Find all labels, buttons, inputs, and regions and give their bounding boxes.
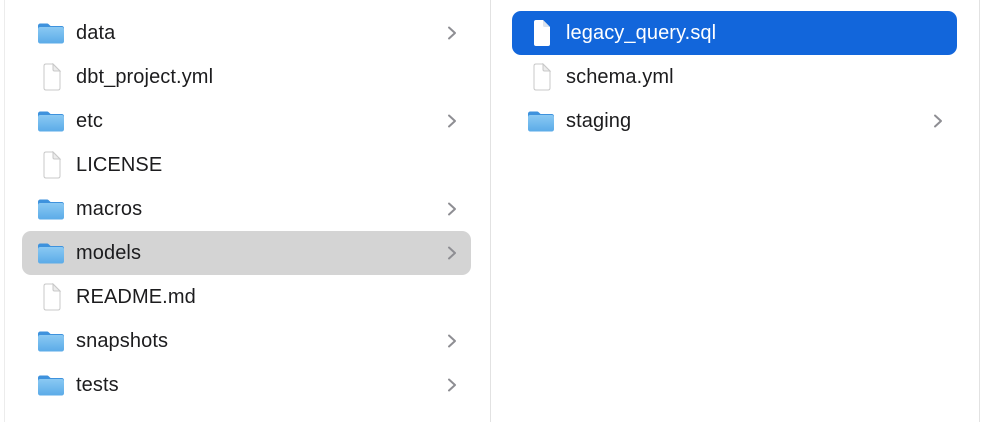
list-item-schema-yml[interactable]: schema.yml bbox=[512, 55, 957, 99]
item-label: legacy_query.sql bbox=[566, 21, 717, 44]
list-item-readme-md[interactable]: README.md bbox=[22, 275, 471, 319]
chevron-right-icon bbox=[445, 244, 459, 262]
item-label: schema.yml bbox=[566, 65, 674, 88]
column-parent-folder: data dbt_project.yml etc LICENSE macros … bbox=[4, 0, 491, 422]
item-label: staging bbox=[566, 109, 632, 132]
folder-icon bbox=[37, 195, 65, 223]
item-label: tests bbox=[76, 373, 119, 396]
chevron-right-icon bbox=[931, 112, 945, 130]
document-icon bbox=[527, 63, 555, 91]
item-label: data bbox=[76, 21, 116, 44]
chevron-right-icon bbox=[445, 376, 459, 394]
chevron-right-icon bbox=[445, 332, 459, 350]
folder-icon bbox=[37, 19, 65, 47]
list-item-models-selected[interactable]: models bbox=[22, 231, 471, 275]
document-icon bbox=[37, 63, 65, 91]
folder-icon bbox=[37, 107, 65, 135]
item-label: LICENSE bbox=[76, 153, 163, 176]
document-icon bbox=[37, 151, 65, 179]
list-item-license[interactable]: LICENSE bbox=[22, 143, 471, 187]
list-item-snapshots[interactable]: snapshots bbox=[22, 319, 471, 363]
list-item-data[interactable]: data bbox=[22, 11, 471, 55]
item-label: models bbox=[76, 241, 142, 264]
right-edge-spacer bbox=[980, 0, 984, 422]
chevron-right-icon bbox=[445, 200, 459, 218]
item-label: dbt_project.yml bbox=[76, 65, 214, 88]
list-item-etc[interactable]: etc bbox=[22, 99, 471, 143]
list-item-dbt-project-yml[interactable]: dbt_project.yml bbox=[22, 55, 471, 99]
folder-icon bbox=[37, 327, 65, 355]
document-icon bbox=[37, 283, 65, 311]
list-item-staging[interactable]: staging bbox=[512, 99, 957, 143]
chevron-right-icon bbox=[445, 24, 459, 42]
item-label: README.md bbox=[76, 285, 196, 308]
list-item-macros[interactable]: macros bbox=[22, 187, 471, 231]
item-label: etc bbox=[76, 109, 103, 132]
item-label: snapshots bbox=[76, 329, 169, 352]
list-item-tests[interactable]: tests bbox=[22, 363, 471, 407]
item-label: macros bbox=[76, 197, 143, 220]
folder-icon bbox=[527, 107, 555, 135]
folder-icon bbox=[37, 239, 65, 267]
folder-icon bbox=[37, 371, 65, 399]
list-item-legacy-query-sql-selected[interactable]: legacy_query.sql bbox=[512, 11, 957, 55]
chevron-right-icon bbox=[445, 112, 459, 130]
column-models-folder: legacy_query.sql schema.yml staging bbox=[491, 0, 980, 422]
document-icon bbox=[527, 19, 555, 47]
